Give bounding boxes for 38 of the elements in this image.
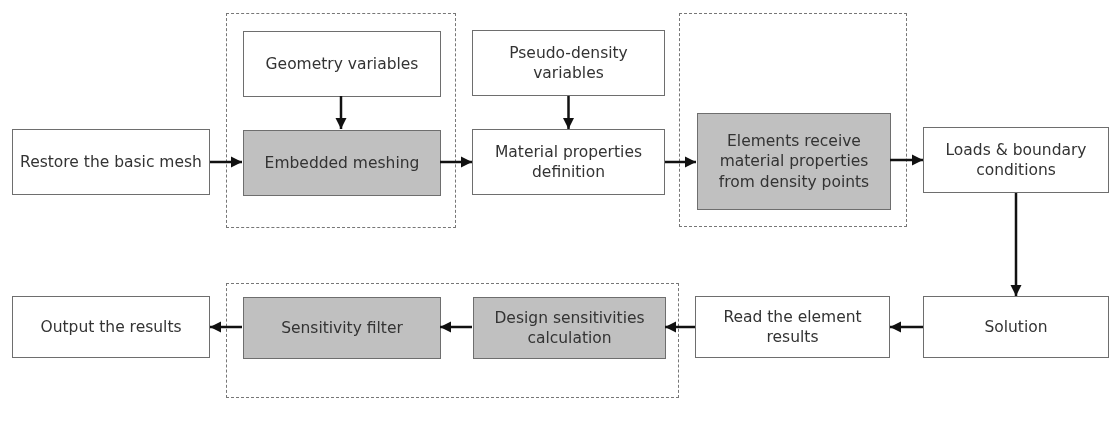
highlighted-process-box [243, 297, 441, 359]
arrow [335, 96, 347, 129]
arrow [1010, 193, 1022, 296]
box-label: Pseudo-density variables [508, 42, 629, 84]
box-label: Loads & boundary conditions [944, 139, 1088, 181]
arrow [210, 156, 242, 168]
process-box [12, 296, 210, 358]
process-box [472, 30, 665, 96]
highlighted-process-box [243, 130, 441, 196]
box-label: Embedded meshing [264, 152, 420, 174]
highlighted-process-box [473, 297, 666, 359]
box-label: Restore the basic mesh [20, 151, 202, 173]
dashed-group-frame [679, 13, 907, 227]
box-label: Elements receive material properties from density points [717, 131, 871, 192]
arrow [665, 321, 695, 333]
arrow [890, 154, 923, 166]
box-label: Design sensitivities calculation [493, 307, 646, 349]
arrow [440, 156, 472, 168]
dashed-group-frame [226, 13, 456, 228]
process-box [923, 296, 1109, 358]
arrow [665, 156, 696, 168]
box-label: Read the element results [722, 306, 863, 348]
process-box [12, 129, 210, 195]
arrow [440, 321, 472, 333]
process-box [695, 296, 890, 358]
box-label: Geometry variables [265, 53, 419, 75]
highlighted-process-box [697, 113, 891, 210]
process-box [243, 31, 441, 97]
process-box [472, 129, 665, 195]
box-label: Output the results [40, 316, 182, 338]
dashed-group-frame [226, 283, 679, 398]
box-label: Solution [984, 316, 1048, 338]
box-label: Material properties definition [494, 141, 643, 183]
arrow [210, 321, 242, 333]
process-box [923, 127, 1109, 193]
box-label: Sensitivity filter [281, 317, 403, 339]
arrow [890, 321, 923, 333]
arrow [563, 96, 574, 129]
